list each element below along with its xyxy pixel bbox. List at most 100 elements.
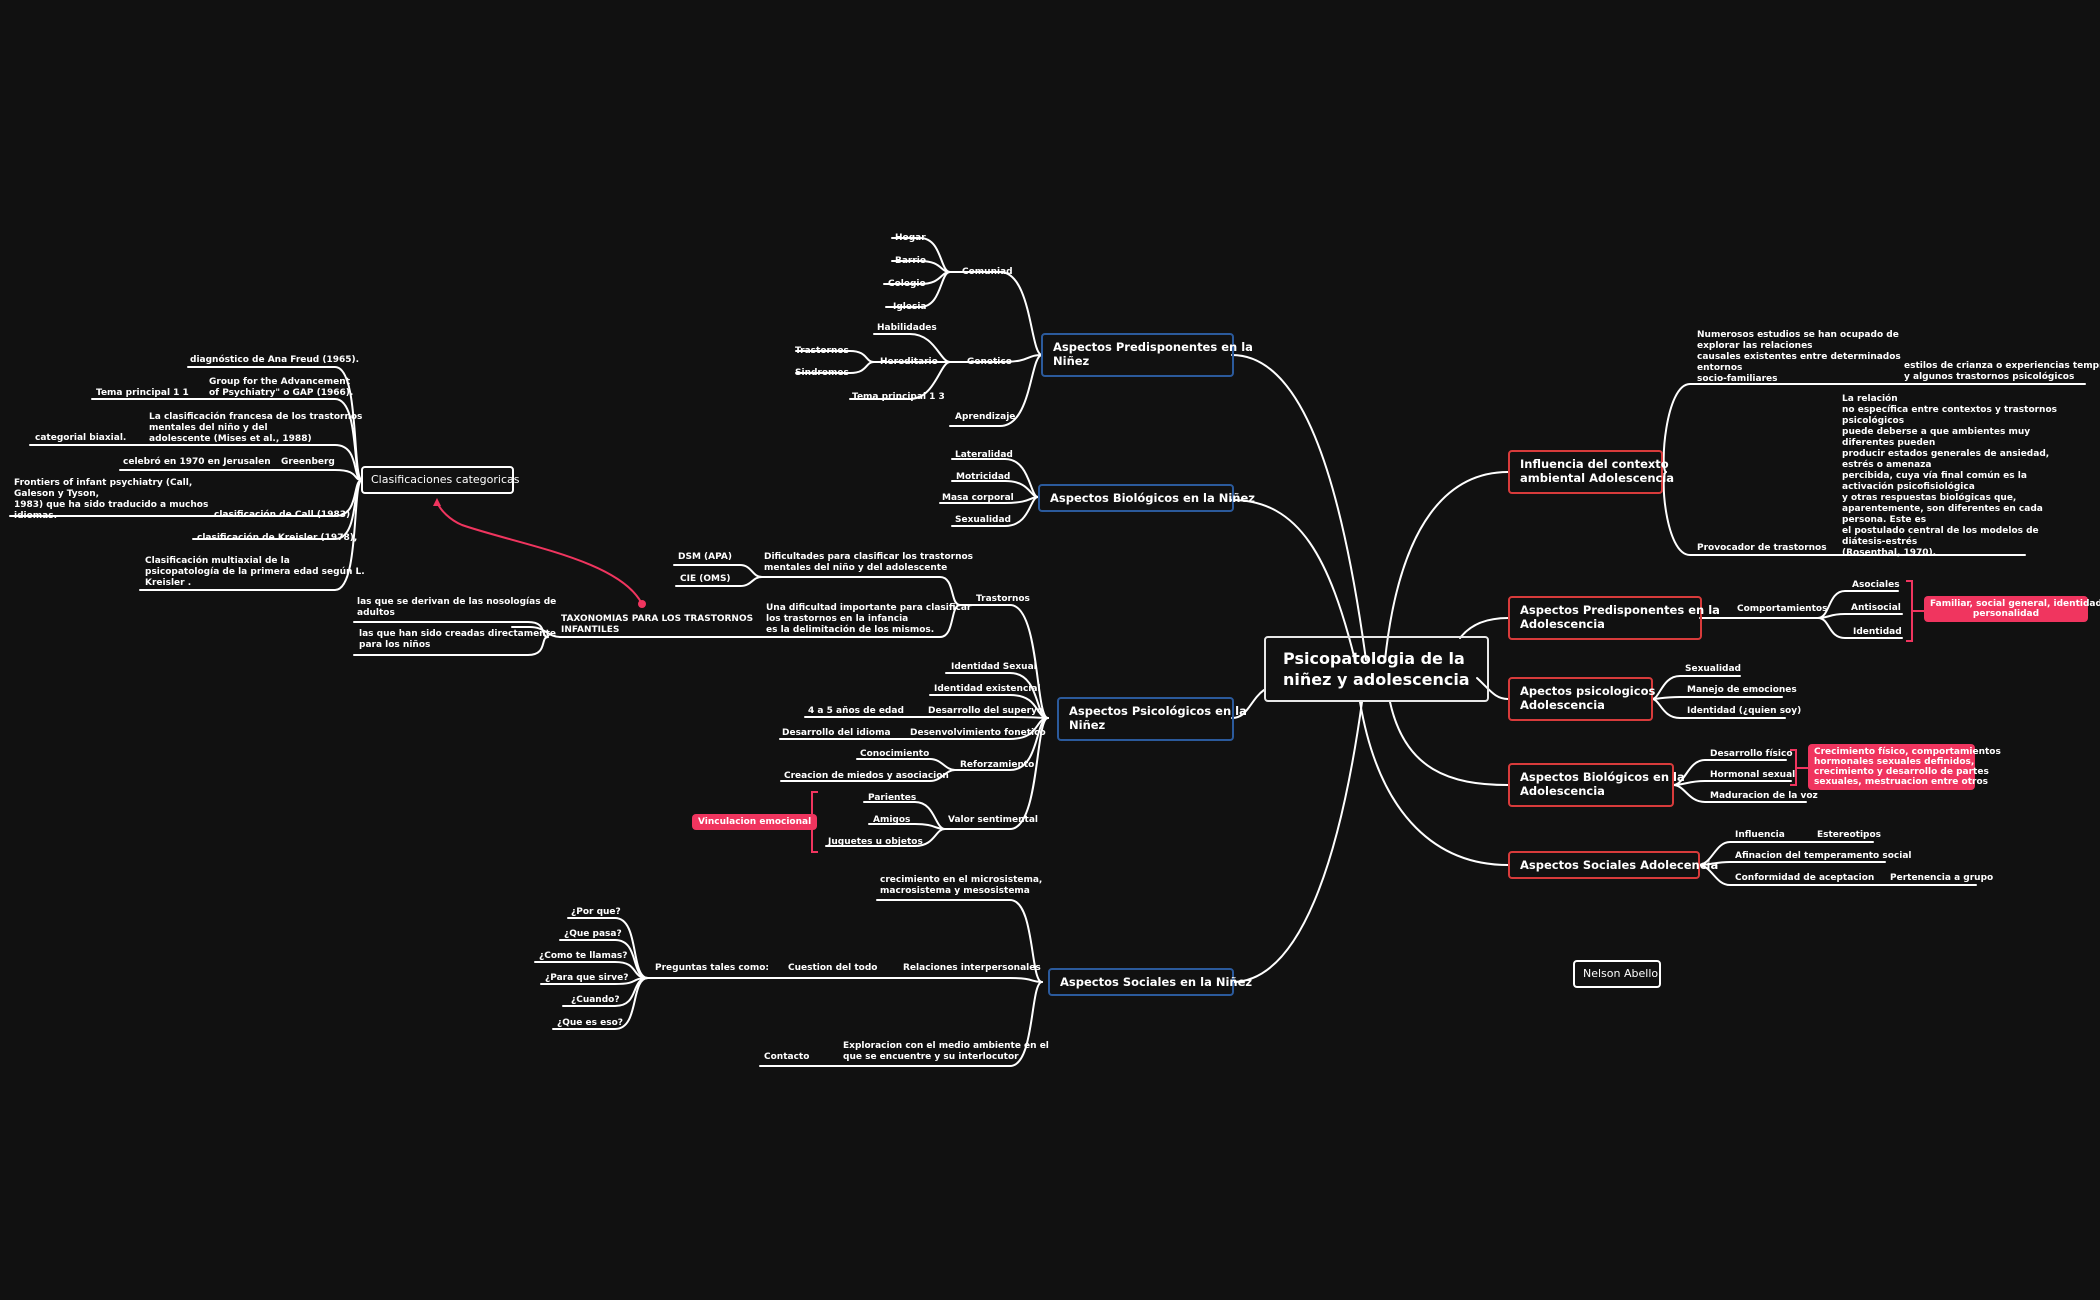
branch-predisponentes-ninez[interactable]: Aspectos Predisponentes en la Niñez: [1041, 333, 1253, 377]
link-central-social-ninez: [1231, 701, 1363, 983]
node-cuestion-del-todo[interactable]: Cuestion del todo: [788, 963, 878, 973]
node-relaciones-interpersonales[interactable]: Relaciones interpersonales: [903, 963, 1041, 973]
node-call[interactable]: clasificación de Call (1983): [214, 510, 351, 520]
node-sindromes[interactable]: Sindromes: [795, 368, 849, 378]
node-lateralidad[interactable]: Lateralidad: [955, 450, 1013, 460]
node-tema-principal-11[interactable]: Tema principal 1 1: [96, 388, 189, 398]
node-cie[interactable]: CIE (OMS): [680, 574, 731, 584]
link-central-social-adol: [1359, 701, 1509, 866]
node-hogar[interactable]: Hogar: [895, 233, 926, 243]
branch-contexto-adolescencia[interactable]: Influencia del contexto ambiental Adoles…: [1508, 450, 1674, 494]
node-estudios[interactable]: Numerosos estudios se han ocupado de exp…: [1697, 330, 1901, 384]
node-idioma[interactable]: Desarrollo del idioma: [782, 728, 891, 738]
node-hereditario[interactable]: Hereditario: [880, 357, 938, 367]
central-topic[interactable]: Psicopatologia de la niñez y adolescenci…: [1264, 636, 1489, 702]
node-conformidad[interactable]: Conformidad de aceptacion: [1735, 873, 1875, 883]
node-desarrollo-fisico[interactable]: Desarrollo físico: [1710, 749, 1793, 759]
node-provocador[interactable]: Provocador de trastornos: [1697, 543, 1827, 553]
node-taxonomias[interactable]: TAXONOMIAS PARA LOS TRASTORNOS INFANTILE…: [561, 614, 754, 635]
node-para-que-sirve[interactable]: ¿Para que sirve?: [545, 973, 629, 983]
node-manejo-emociones[interactable]: Manejo de emociones: [1687, 685, 1797, 695]
node-greenberg[interactable]: Greenberg: [281, 457, 335, 467]
clasificaciones-categoricas[interactable]: Clasificaciones categoricas: [361, 466, 519, 494]
node-hormonal-sexual[interactable]: Hormonal sexual: [1710, 770, 1796, 780]
node-identidad-quien-soy[interactable]: Identidad (¿quien soy): [1687, 706, 1802, 716]
node-como-te-llamas[interactable]: ¿Como te llamas?: [539, 951, 628, 961]
node-creadas-ninos[interactable]: las que han sido creadas directamente pa…: [359, 629, 556, 650]
node-genetico[interactable]: Genetico: [967, 357, 1012, 367]
node-pertenencia[interactable]: Pertenencia a grupo: [1890, 873, 1994, 883]
node-comportamientos[interactable]: Comportamientos: [1737, 604, 1828, 614]
relation-taxonomias-clasificaciones: [436, 501, 643, 605]
relation-dot: [638, 600, 646, 608]
node-biaxial[interactable]: categorial biaxial.: [35, 433, 127, 443]
node-influencia[interactable]: Influencia: [1735, 830, 1785, 840]
node-conocimiento[interactable]: Conocimiento: [860, 749, 930, 759]
node-que-es-eso[interactable]: ¿Que es eso?: [557, 1018, 623, 1028]
node-juguetes[interactable]: Juguetes u objetos: [828, 837, 923, 847]
branch-sociales-adolescencia[interactable]: Aspectos Sociales Adolecencia: [1508, 851, 1718, 879]
node-cuando[interactable]: ¿Cuando?: [571, 995, 620, 1005]
branch-biologicos-adolescencia[interactable]: Aspectos Biológicos en la Adolescencia: [1508, 763, 1685, 807]
node-dsm[interactable]: DSM (APA): [678, 552, 732, 562]
node-barrio[interactable]: Barrio: [895, 256, 927, 266]
node-motricidad[interactable]: Motricidad: [956, 472, 1011, 482]
node-superyo[interactable]: Desarrollo del superyo: [928, 706, 1044, 716]
node-ana-freud[interactable]: diagnóstico de Ana Freud (1965).: [190, 355, 360, 365]
node-maduracion-voz[interactable]: Maduracion de la voz: [1710, 791, 1818, 801]
node-preguntas[interactable]: Preguntas tales como:: [655, 963, 769, 973]
node-trastornos-psico[interactable]: Trastornos: [976, 594, 1030, 604]
node-gap[interactable]: Group for the Advancement of Psychiatry"…: [209, 377, 354, 398]
branch-predisponentes-adolescencia[interactable]: Aspectos Predisponentes en la Adolescenc…: [1508, 596, 1720, 640]
node-exploracion[interactable]: Exploracion con el medio ambiente en el …: [843, 1041, 1049, 1062]
node-sexualidad-adol[interactable]: Sexualidad: [1685, 664, 1741, 674]
node-sexualidad-ninez[interactable]: Sexualidad: [955, 515, 1011, 525]
node-valor-sentimental[interactable]: Valor sentimental: [948, 815, 1038, 825]
node-por-que[interactable]: ¿Por que?: [571, 907, 621, 917]
node-dificultades[interactable]: Dificultades para clasificar los trastor…: [764, 552, 974, 573]
node-frontiers[interactable]: Frontiers of infant psychiatry (Call, Ga…: [14, 478, 209, 521]
node-afinacion[interactable]: Afinacion del temperamento social: [1735, 851, 1912, 861]
node-dificultad-importante[interactable]: Una dificultad importante para clasifica…: [766, 603, 972, 635]
node-trastornos[interactable]: Trastornos: [795, 346, 849, 356]
node-identidad-sexual[interactable]: Identidad Sexual: [951, 662, 1037, 672]
node-habilidades[interactable]: Habilidades: [877, 323, 937, 333]
node-edad[interactable]: 4 a 5 años de edad: [808, 706, 904, 716]
node-estereotipos[interactable]: Estereotipos: [1817, 830, 1882, 840]
node-multiaxial[interactable]: Clasificación multiaxial de la psicopato…: [145, 556, 365, 588]
node-identidad[interactable]: Identidad: [1853, 627, 1902, 637]
node-parientes[interactable]: Parientes: [868, 793, 917, 803]
node-asociales[interactable]: Asociales: [1852, 580, 1900, 590]
node-kreisler[interactable]: clasificación de Kreisler (1978),: [197, 533, 358, 543]
node-identidad-existencial[interactable]: Identidad existencial: [934, 684, 1041, 694]
node-que-pasa[interactable]: ¿Que pasa?: [564, 929, 622, 939]
branch-sociales-ninez[interactable]: Aspectos Sociales en la Niñez: [1048, 968, 1252, 996]
node-fonetico[interactable]: Desenvolvimiento fonetico: [910, 728, 1046, 738]
branch-psicologicos-ninez[interactable]: Aspectos Psicológicos en la Niñez: [1057, 697, 1247, 741]
node-colegio[interactable]: Colegio: [888, 279, 926, 289]
node-miedos[interactable]: Creacion de miedos y asociacion: [784, 771, 949, 781]
node-masa-corporal[interactable]: Masa corporal: [942, 493, 1014, 503]
node-reforzamiento[interactable]: Reforzamiento: [960, 760, 1035, 770]
node-estilos-crianza[interactable]: estilos de crianza o experiencias tempra…: [1904, 361, 2100, 382]
tag-crecimiento-fisico[interactable]: Crecimiento físico, comportamientos horm…: [1808, 744, 2001, 790]
node-amigos[interactable]: Amigos: [873, 815, 911, 825]
node-francesa[interactable]: La clasificación francesa de los trastor…: [149, 412, 363, 444]
branch-biologicos-ninez[interactable]: Aspectos Biológicos en la Niñez: [1038, 484, 1255, 512]
node-tema-principal-13[interactable]: Tema principal 1 3: [852, 392, 945, 402]
node-contacto[interactable]: Contacto: [764, 1052, 810, 1062]
tag-familiar-social[interactable]: Familiar, social general, identidad de p…: [1924, 596, 2100, 622]
node-derivan-adultos[interactable]: las que se derivan de las nosologías de …: [357, 597, 557, 618]
node-comunidad[interactable]: Comuniad: [962, 267, 1013, 277]
link-central-predisp-ninez: [1231, 354, 1367, 661]
node-relacion-contextos[interactable]: La relación no específica entre contexto…: [1842, 394, 2058, 558]
node-jerusalen[interactable]: celebró en 1970 en Jerusalen: [123, 457, 271, 467]
tag-vinculacion-emocional[interactable]: Vinculacion emocional: [692, 814, 818, 830]
author-label[interactable]: Nelson Abello: [1573, 960, 1661, 988]
node-iglesia[interactable]: Iglesia: [893, 302, 927, 312]
node-crecimiento-sistemas[interactable]: crecimiento en el microsistema, macrosis…: [880, 875, 1043, 896]
node-aprendizaje[interactable]: Aprendizaje: [955, 412, 1016, 422]
branch-psicologicos-adolescencia[interactable]: Apectos psicologicos Adolescencia: [1508, 677, 1655, 721]
node-antisocial[interactable]: Antisocial: [1851, 603, 1901, 613]
